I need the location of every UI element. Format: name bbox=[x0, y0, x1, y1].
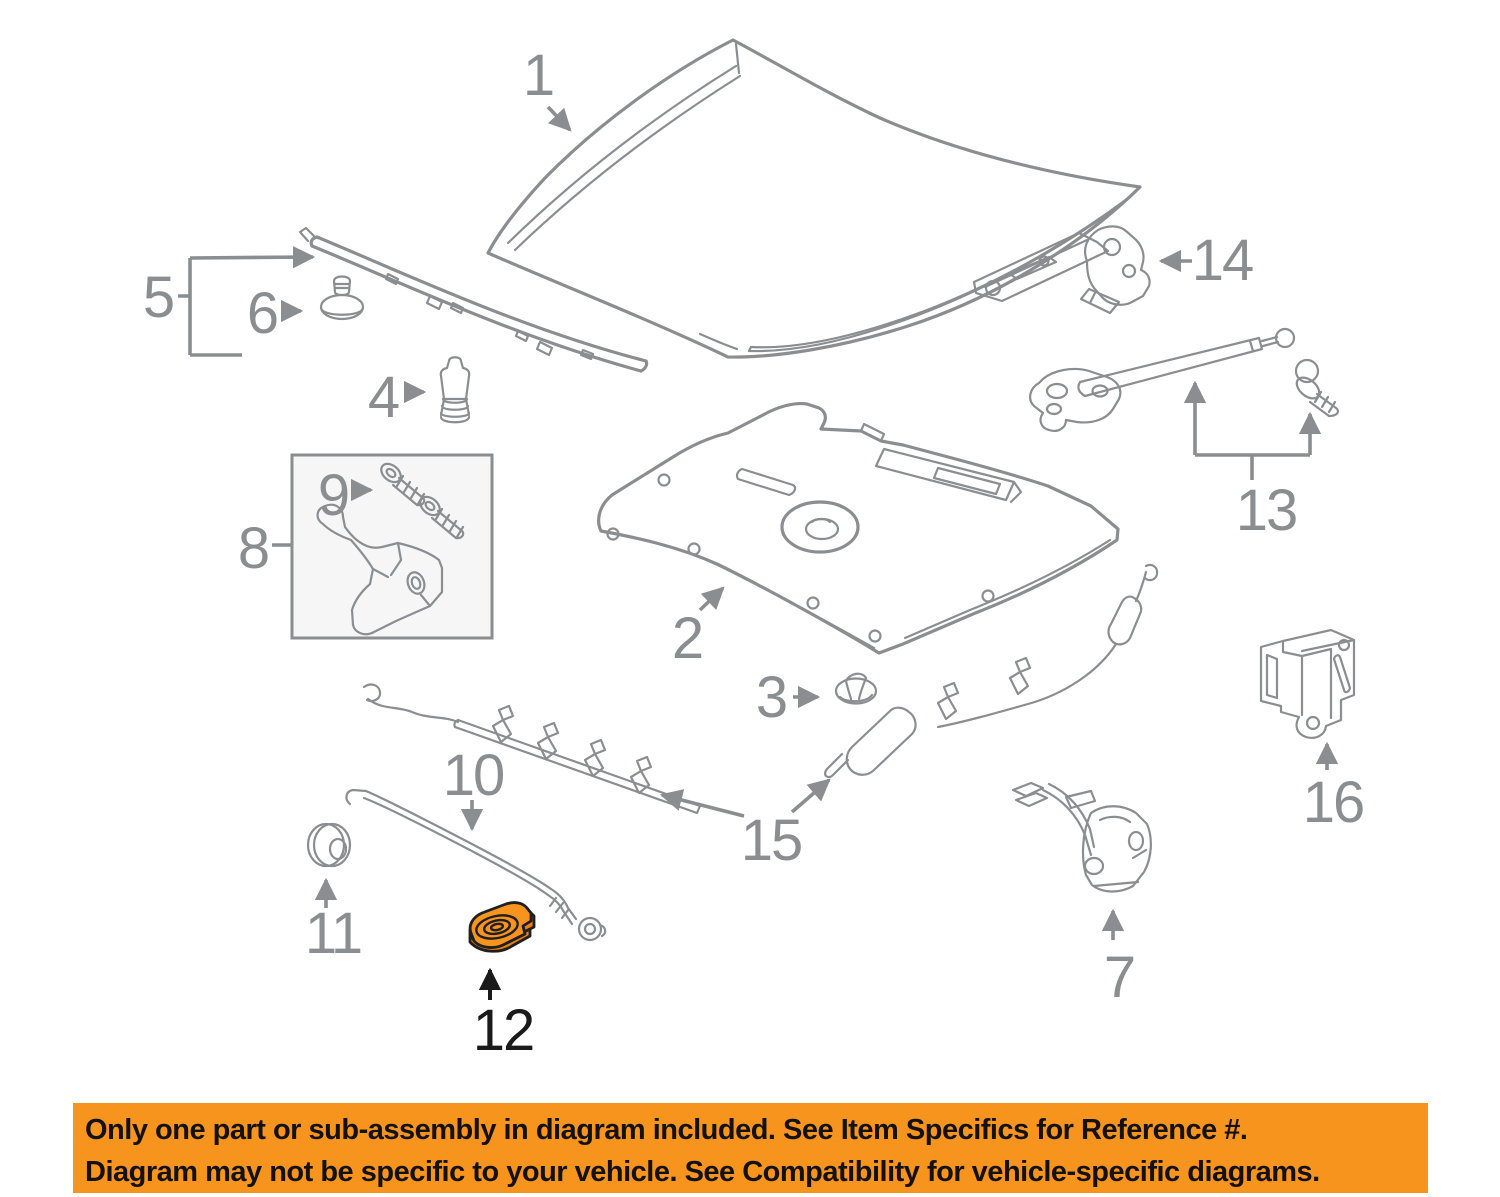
part-label-8: 8 bbox=[238, 516, 268, 581]
part-label-15: 15 bbox=[741, 808, 802, 873]
gas-strut-drawing bbox=[1029, 327, 1340, 432]
prop-rod-drawing bbox=[345, 788, 607, 942]
part-label-14: 14 bbox=[1192, 228, 1253, 293]
part-label-3: 3 bbox=[756, 665, 786, 730]
part-label-5: 5 bbox=[143, 265, 173, 330]
part-label-13: 13 bbox=[1236, 478, 1297, 543]
lock-striker-drawing bbox=[1259, 628, 1356, 739]
part-label-11: 11 bbox=[305, 901, 361, 966]
insulator-pad-drawing bbox=[597, 401, 1120, 655]
highlighted-clip-nut-drawing bbox=[468, 901, 536, 953]
notice-banner: Only one part or sub-assembly in diagram… bbox=[73, 1103, 1428, 1193]
part-label-12-highlighted: 12 bbox=[473, 998, 534, 1063]
callout-arrows bbox=[178, 105, 1339, 1000]
support-bracket-drawing bbox=[316, 503, 444, 636]
grommet-drawing bbox=[306, 822, 352, 868]
hood-latch-drawing bbox=[1011, 781, 1152, 893]
pad-clip-drawing bbox=[834, 672, 878, 705]
hood-panel-drawing bbox=[486, 38, 1142, 359]
part-label-1: 1 bbox=[523, 43, 553, 108]
molding-clip-drawing bbox=[319, 275, 365, 321]
part-label-6: 6 bbox=[247, 281, 277, 346]
part-number-labels: 1 2 3 4 5 6 7 8 9 10 11 12 13 14 15 16 bbox=[143, 43, 1365, 1063]
banner-line-1: Only one part or sub-assembly in diagram… bbox=[85, 1114, 1248, 1146]
part-label-7: 7 bbox=[1104, 945, 1134, 1010]
part-label-9: 9 bbox=[318, 463, 348, 528]
banner-line-2: Diagram may not be specific to your vehi… bbox=[85, 1156, 1320, 1188]
part-label-2: 2 bbox=[672, 606, 702, 671]
hood-molding-drawing bbox=[298, 226, 649, 373]
part-label-10: 10 bbox=[443, 743, 504, 808]
bracket-inset-box bbox=[290, 453, 494, 640]
release-cable-drawing bbox=[362, 563, 1159, 815]
hood-hinge-drawing bbox=[972, 225, 1151, 315]
part-label-4: 4 bbox=[368, 365, 399, 430]
part-label-16: 16 bbox=[1303, 770, 1364, 835]
hood-stopper-drawing bbox=[439, 356, 471, 424]
